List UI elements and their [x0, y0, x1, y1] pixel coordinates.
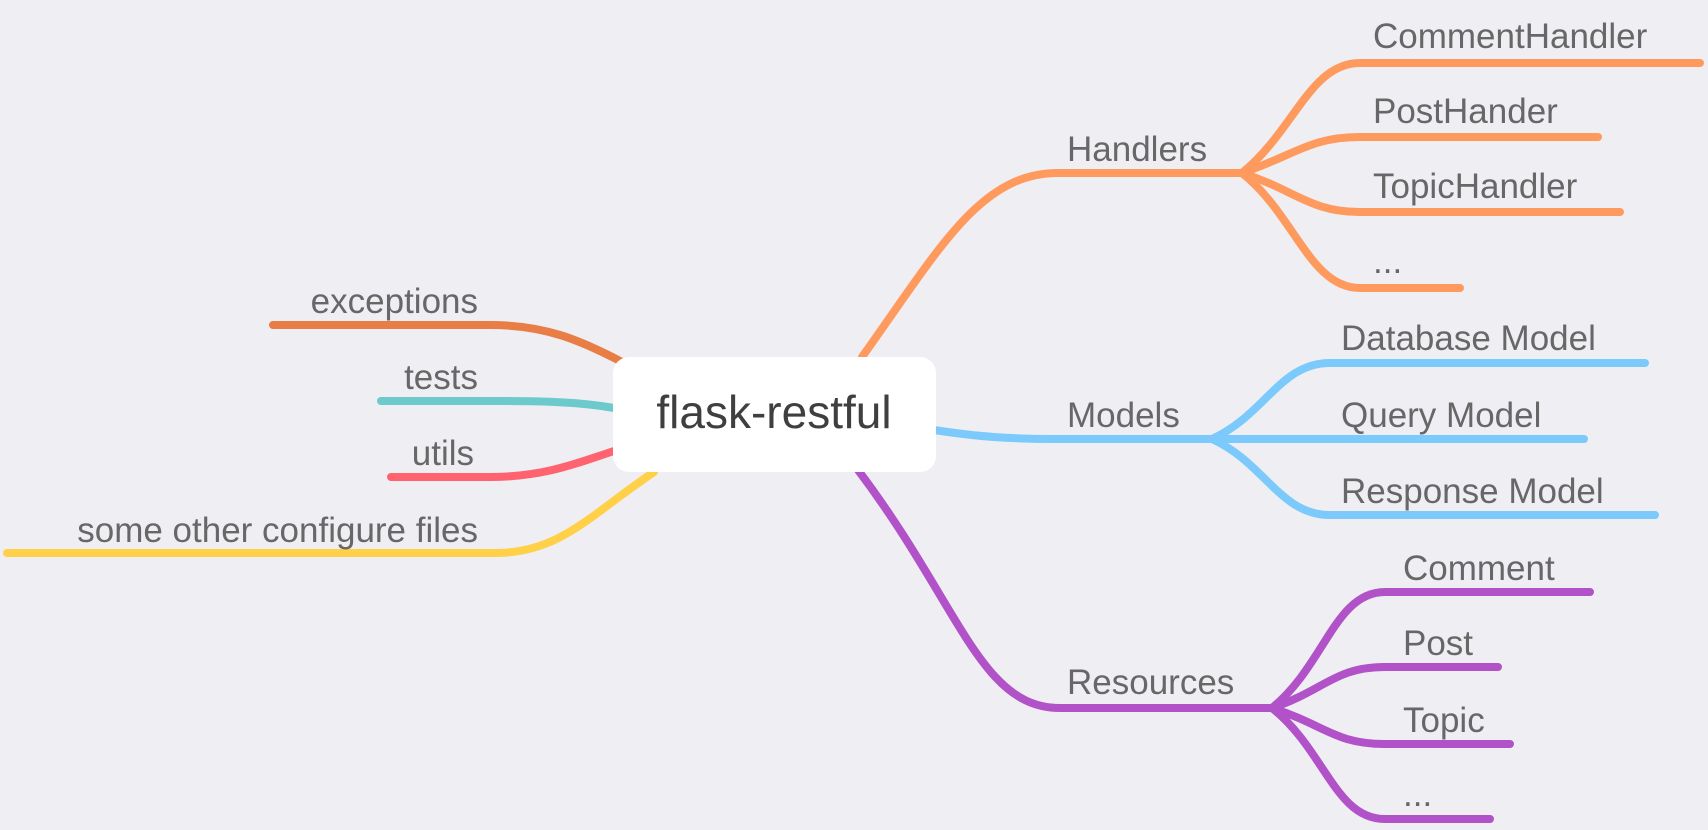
node-posthander-label: PostHander [1373, 92, 1558, 131]
connector-config [3, 468, 658, 557]
connector-resources-more [1268, 704, 1494, 823]
node-comment-label: Comment [1403, 549, 1555, 588]
node-handlers-more-label: ... [1373, 242, 1402, 281]
branch-config[interactable]: some other configure files [3, 468, 658, 557]
branch-handlers[interactable]: Handlers CommentHandler PostHander Topic… [858, 17, 1704, 361]
connector-handlers [858, 169, 1246, 361]
connector-posthander [1238, 133, 1602, 177]
root-node[interactable]: flask-restful [613, 357, 936, 472]
connector-commenthandler [1238, 59, 1704, 177]
branch-tests[interactable]: tests [377, 358, 618, 412]
node-response-model-label: Response Model [1341, 472, 1604, 511]
connector-comment [1268, 588, 1594, 712]
connector-tests [377, 397, 618, 412]
node-commenthandler-label: CommentHandler [1373, 17, 1648, 56]
node-topichandler-label: TopicHandler [1373, 167, 1578, 206]
branch-models[interactable]: Models Database Model Query Model Respon… [930, 319, 1659, 519]
root-node-label: flask-restful [656, 386, 891, 438]
connector-handlers-more [1238, 169, 1464, 292]
connector-post [1268, 663, 1502, 712]
connector-database-model [1208, 359, 1649, 443]
connector-exceptions [269, 321, 626, 366]
node-exceptions-label: exceptions [311, 282, 478, 321]
branch-resources[interactable]: Resources Comment Post Topic ... [854, 466, 1594, 823]
connector-models [930, 426, 1216, 443]
node-tests-label: tests [404, 358, 478, 397]
connector-topic [1268, 704, 1514, 748]
node-query-model-label: Query Model [1341, 396, 1541, 435]
connector-resources [854, 466, 1276, 712]
node-utils-label: utils [412, 434, 474, 473]
branch-utils[interactable]: utils [387, 434, 618, 481]
connector-utils [387, 447, 618, 481]
node-post-label: Post [1403, 624, 1473, 663]
node-models-label: Models [1067, 396, 1180, 435]
node-resources-more-label: ... [1403, 775, 1432, 814]
handlers-children [1238, 59, 1704, 292]
node-config-label: some other configure files [77, 511, 478, 550]
node-topic-label: Topic [1403, 701, 1485, 740]
connector-response-model [1208, 435, 1659, 519]
root-node-box [613, 357, 936, 472]
node-resources-label: Resources [1067, 663, 1234, 702]
node-handlers-label: Handlers [1067, 130, 1207, 169]
node-database-model-label: Database Model [1341, 319, 1596, 358]
connector-topichandler [1238, 169, 1624, 216]
branch-exceptions[interactable]: exceptions [269, 282, 626, 366]
